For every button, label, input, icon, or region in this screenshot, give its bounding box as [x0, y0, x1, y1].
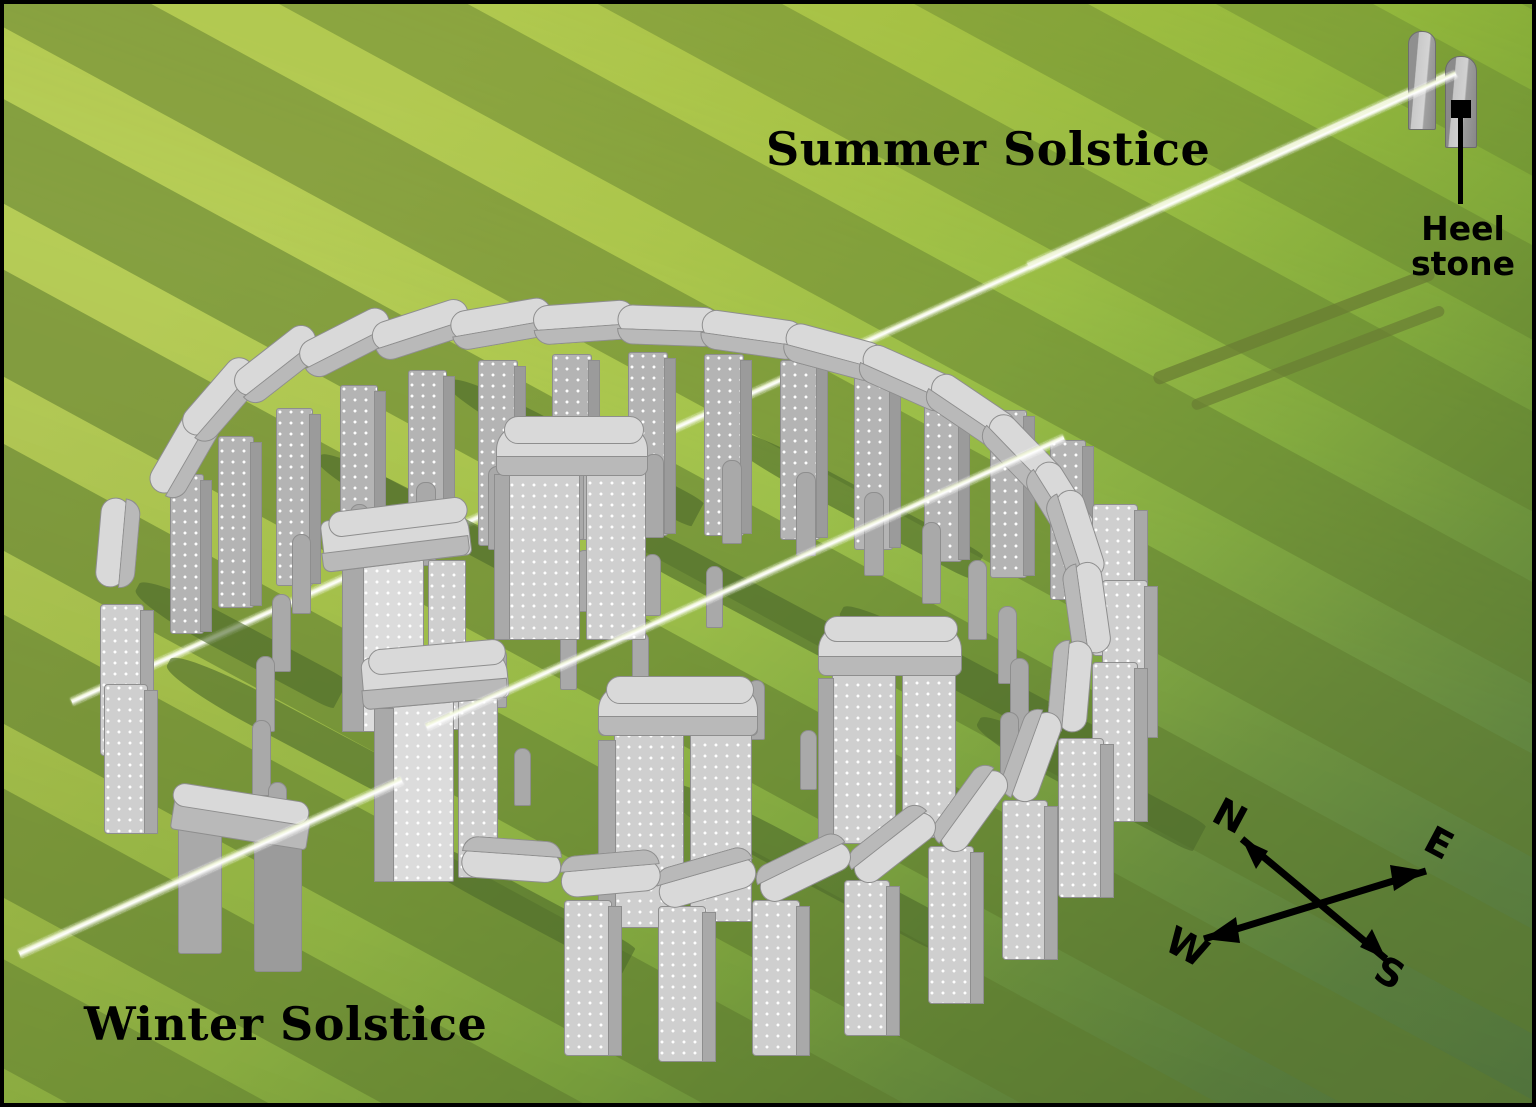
- summer-solstice-label: Summer Solstice: [766, 122, 1211, 176]
- heel-stone-label: Heel stone: [1388, 209, 1532, 283]
- compass-arrows-icon: [1202, 836, 1428, 962]
- winter-solstice-label: Winter Solstice: [84, 997, 488, 1051]
- stonehenge-monument: [4, 4, 1532, 1103]
- compass-rose: N E S W: [1158, 789, 1464, 999]
- heel-stone-label-line1: Heel: [1421, 209, 1505, 248]
- heel-stone-label-line2: stone: [1411, 243, 1515, 283]
- diagram-frame: Heel stone: [4, 4, 1532, 1103]
- heel-stone-anchor-dot: [1451, 100, 1471, 118]
- heel-stone-leader-line: [1458, 116, 1463, 204]
